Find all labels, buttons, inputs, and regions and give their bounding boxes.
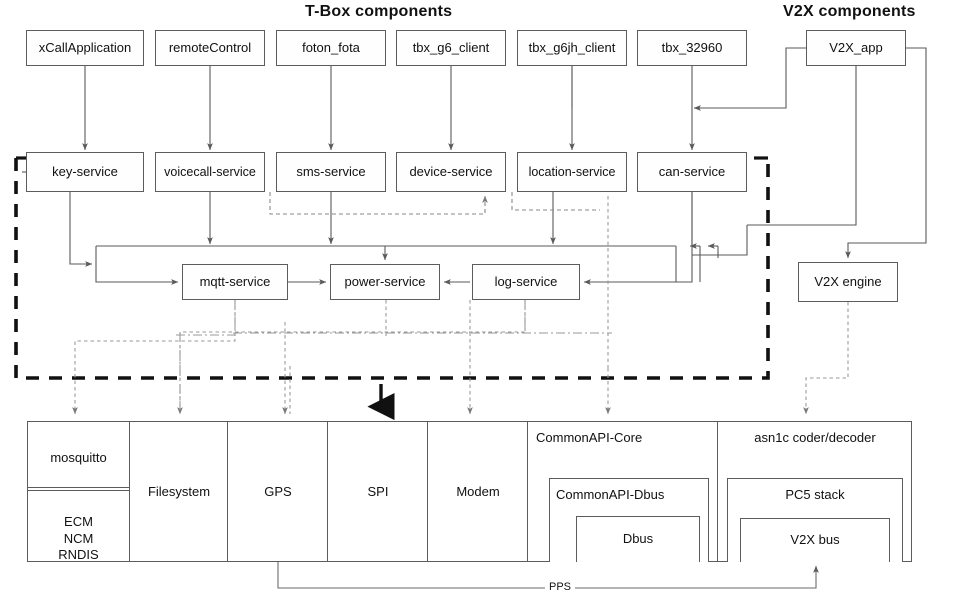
platform-label-spi: SPI: [328, 484, 428, 499]
platform-cell-gps[interactable]: [228, 421, 328, 562]
app-box-label: tbx_g6_client: [412, 39, 490, 55]
app-box-label: xCallApplication: [38, 39, 132, 55]
service-box-sms-service[interactable]: sms-service: [276, 152, 386, 192]
service-box-label: can-service: [658, 163, 726, 179]
service-box-label: voicecall-service: [164, 164, 256, 179]
platform-label-text: SPI: [367, 484, 389, 499]
platform-label-mosquitto: mosquitto: [27, 450, 130, 465]
platform-label-ecm-ncm-rndis: ECM NCM RNDIS: [27, 498, 130, 563]
core-box-label: power-service: [344, 273, 426, 289]
platform-cell-mosquitto[interactable]: [27, 421, 130, 562]
platform-cell-filesystem[interactable]: [130, 421, 228, 562]
core-box-log-service[interactable]: log-service: [472, 264, 580, 300]
core-box-v2x-engine[interactable]: V2X engine: [798, 262, 898, 302]
platform-label-gps: GPS: [228, 484, 328, 499]
core-box-power-service[interactable]: power-service: [330, 264, 440, 300]
nested-label-text: Dbus: [622, 531, 654, 546]
app-box-label: V2X_app: [829, 39, 883, 55]
platform-cell-spi[interactable]: [328, 421, 428, 562]
nested-label-text: V2X bus: [790, 532, 840, 547]
nested-box-v2x-bus[interactable]: [740, 518, 890, 562]
platform-label-text: ECM NCM RNDIS: [58, 514, 99, 562]
nested-label-text: CommonAPI-Dbus: [556, 487, 665, 502]
nested-box-dbus[interactable]: [576, 516, 700, 562]
service-box-label: location-service: [528, 164, 616, 179]
app-box-foton-fota[interactable]: foton_fota: [276, 30, 386, 66]
core-box-label: mqtt-service: [199, 273, 271, 289]
platform-label-text: mosquitto: [50, 450, 107, 465]
app-box-v2x-app[interactable]: V2X_app: [806, 30, 906, 66]
nested-label-text: PC5 stack: [785, 487, 845, 502]
app-box-xcallapplication[interactable]: xCallApplication: [26, 30, 144, 66]
platform-label-text: asn1c coder/decoder: [754, 430, 876, 445]
app-box-label: tbx_32960: [661, 39, 723, 55]
app-box-label: remoteControl: [168, 39, 252, 55]
platform-cell-modem[interactable]: [428, 421, 528, 562]
header-tbox-components: T-Box components: [305, 3, 453, 20]
service-box-label: sms-service: [296, 163, 366, 179]
platform-label-text: GPS: [264, 484, 292, 499]
core-box-label: V2X engine: [814, 273, 882, 289]
app-box-tbx-g6-client[interactable]: tbx_g6_client: [396, 30, 506, 66]
platform-label-text: Modem: [456, 484, 500, 499]
nested-label-pc5-stack: PC5 stack: [727, 487, 903, 502]
nested-label-dbus: Dbus: [576, 531, 700, 546]
header-v2x-components: V2X components: [783, 3, 916, 20]
app-box-label: foton_fota: [302, 39, 360, 55]
service-box-key-service[interactable]: key-service: [26, 152, 144, 192]
service-box-location-service[interactable]: location-service: [517, 152, 627, 192]
nested-label-v2x-bus: V2X bus: [740, 532, 890, 547]
pps-label-text: PPS: [549, 581, 572, 593]
platform-label-filesystem: Filesystem: [130, 484, 228, 499]
nested-label-commonapi-dbus: CommonAPI-Dbus: [556, 487, 664, 502]
platform-label-modem: Modem: [428, 484, 528, 499]
platform-label-text: CommonAPI-Core: [536, 430, 643, 445]
platform-label-asn1c: asn1c coder/decoder: [718, 430, 912, 445]
app-box-remotecontrol[interactable]: remoteControl: [155, 30, 265, 66]
service-box-device-service[interactable]: device-service: [396, 152, 506, 192]
platform-cell-commonapi-core[interactable]: [528, 421, 718, 562]
app-box-tbx-g6jh-client[interactable]: tbx_g6jh_client: [517, 30, 627, 66]
core-box-mqtt-service[interactable]: mqtt-service: [182, 264, 288, 300]
app-box-label: tbx_g6jh_client: [528, 39, 616, 55]
service-box-can-service[interactable]: can-service: [637, 152, 747, 192]
service-box-label: key-service: [52, 163, 118, 179]
platform-label-text: Filesystem: [147, 484, 211, 499]
mosquitto-divider-2: [28, 490, 129, 491]
service-box-voicecall-service[interactable]: voicecall-service: [155, 152, 265, 192]
mosquitto-divider: [28, 487, 129, 488]
platform-label-commonapi-core: CommonAPI-Core: [536, 430, 642, 445]
pps-label: PPS: [545, 581, 576, 593]
core-box-label: log-service: [494, 273, 558, 289]
app-box-tbx-32960[interactable]: tbx_32960: [637, 30, 747, 66]
service-box-label: device-service: [409, 163, 493, 179]
